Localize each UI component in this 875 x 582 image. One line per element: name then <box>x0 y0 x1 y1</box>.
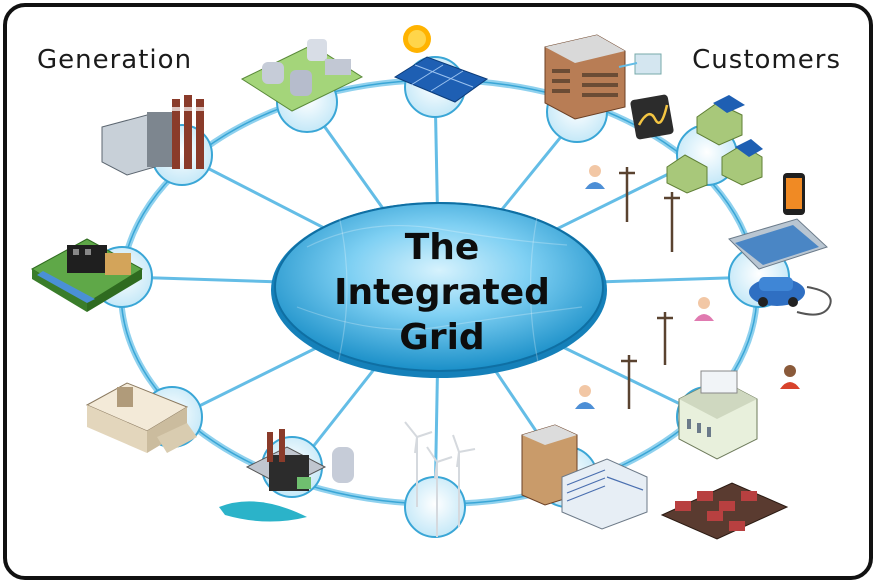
water-icon <box>219 501 307 522</box>
center-title-line-3: Grid <box>399 316 485 358</box>
center-title-line-2: Integrated <box>334 271 550 313</box>
sun-icon <box>403 25 431 53</box>
city-buildings-icon <box>521 424 648 530</box>
ev-charger-icon <box>728 218 832 316</box>
hub <box>274 202 604 372</box>
house-solar-icon <box>666 95 763 194</box>
wind-turbine-icon <box>404 421 476 537</box>
center-title: The Integrated Grid <box>272 212 612 372</box>
person-icon <box>575 165 800 409</box>
nuclear-plant-icon <box>240 39 364 112</box>
office-building-icon <box>544 34 662 120</box>
gas-plant-icon <box>219 429 354 522</box>
grid-diagram <box>31 25 832 540</box>
utility-pole-icon <box>619 167 680 409</box>
battery-storage-icon <box>660 482 789 540</box>
factory-icon <box>31 238 143 312</box>
solar-panel-icon <box>393 56 489 103</box>
generation-label: Generation <box>37 45 193 75</box>
hub-map-lines <box>296 206 583 368</box>
meter-icon <box>634 53 662 75</box>
data-center-icon <box>678 370 758 460</box>
node-wind <box>404 476 466 538</box>
center-title-line-1: The <box>404 226 480 268</box>
chart-icon <box>630 94 674 140</box>
customers-label: Customers <box>692 45 841 75</box>
coal-plant-icon <box>101 95 204 176</box>
diagram-frame: Generation Customers The Integrated Grid <box>3 3 873 580</box>
smartphone-icon <box>783 173 805 215</box>
power-plant-icon <box>85 382 197 453</box>
